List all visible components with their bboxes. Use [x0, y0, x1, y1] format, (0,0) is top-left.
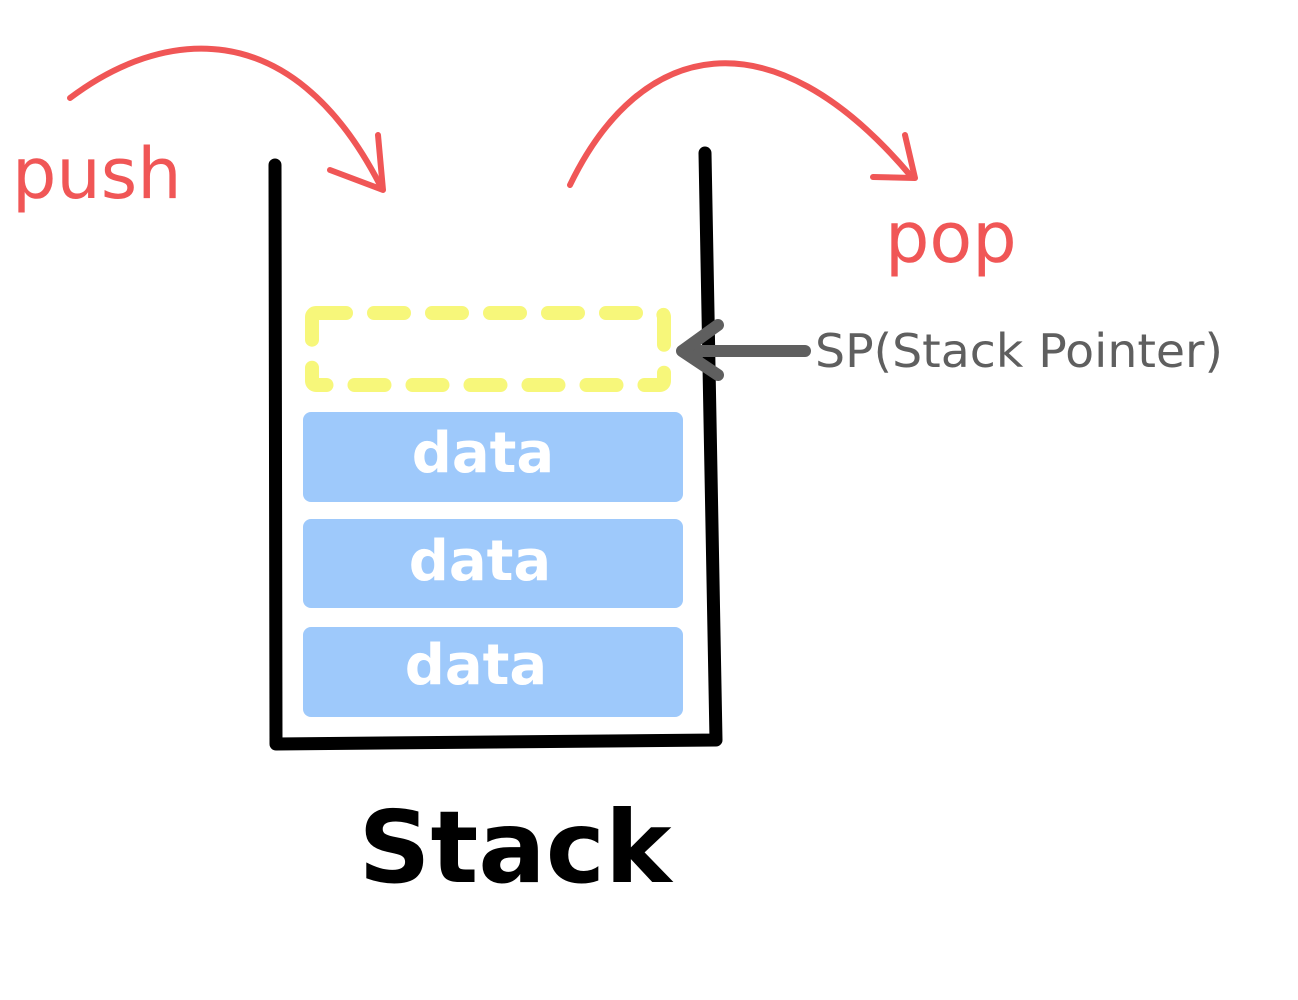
- sp-arrow: [676, 319, 811, 381]
- pop-label: pop: [885, 197, 1017, 279]
- stack-block-2-label: data: [409, 529, 551, 594]
- empty-slot: [305, 306, 671, 392]
- pop-arrow: [567, 60, 918, 188]
- push-label: push: [12, 133, 182, 215]
- stack-block-2: [303, 519, 683, 608]
- sp-label: SP(Stack Pointer): [815, 324, 1223, 378]
- stack-block-1: [303, 412, 683, 502]
- stack-blocks: data data data: [303, 412, 683, 717]
- stack-container: [268, 146, 723, 751]
- stack-block-1-label: data: [412, 421, 554, 486]
- stack-block-3: [303, 627, 683, 717]
- push-arrow: [67, 45, 386, 193]
- diagram-title: Stack: [358, 789, 674, 906]
- stack-block-3-label: data: [405, 633, 547, 698]
